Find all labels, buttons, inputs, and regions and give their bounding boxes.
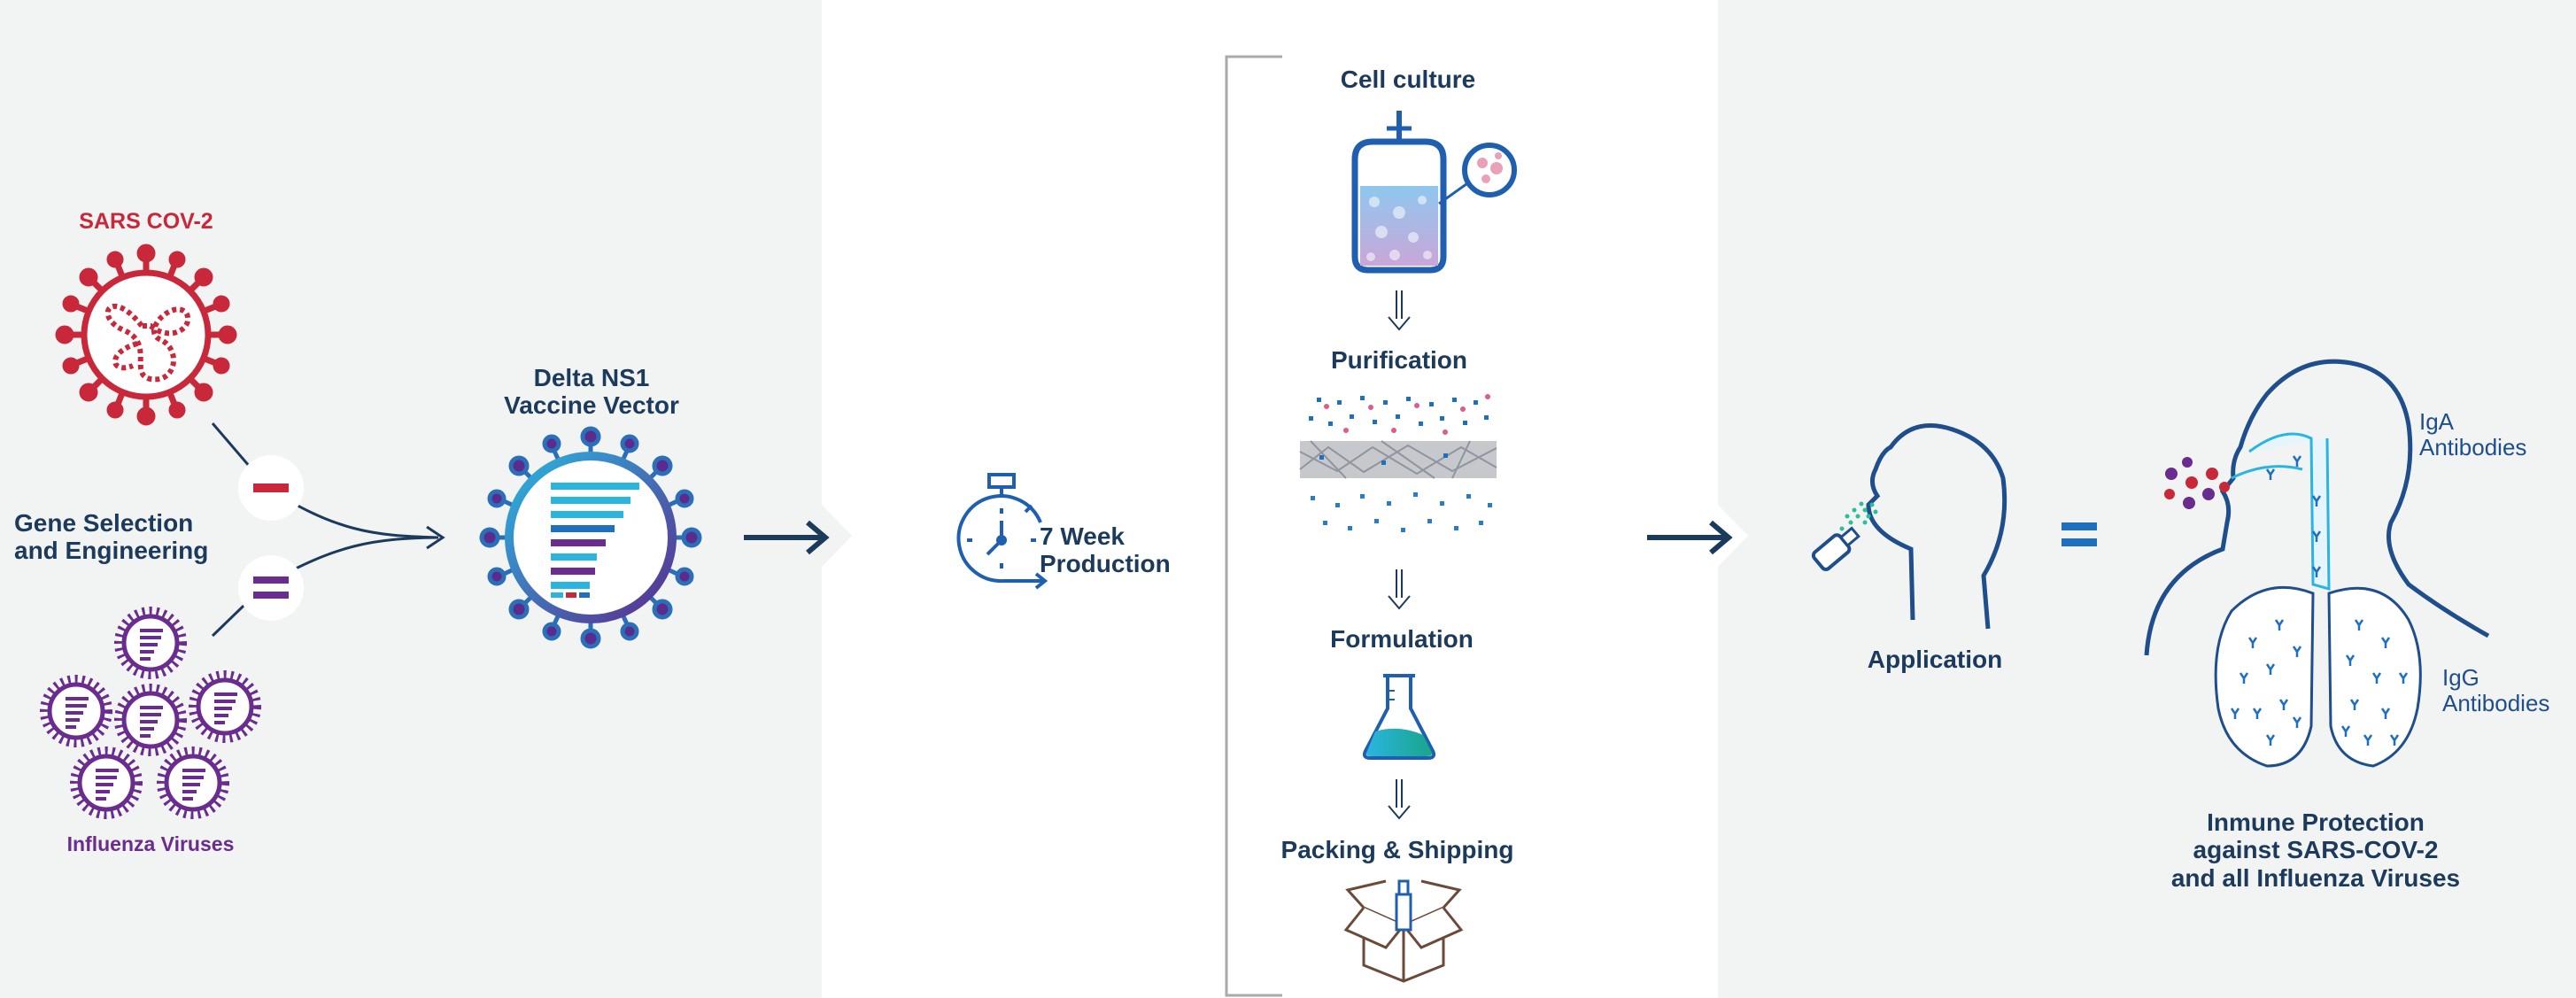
down-arrow: [1388, 569, 1411, 610]
stopwatch-icon: [956, 473, 1048, 590]
virus-particles: [2164, 457, 2230, 509]
process-bracket: [1225, 55, 1282, 997]
respiratory-system-icon: [2144, 359, 2490, 768]
vaccine-vector-label: Delta NS1 Vaccine Vector: [504, 364, 679, 420]
gene-selection-label: Gene Selection and Engineering: [14, 509, 209, 565]
step-formulation-label: Formulation: [1330, 625, 1474, 653]
right-panel-background: [1718, 0, 2576, 998]
immune-protection-label: Inmune Protection against SARS-COV-2 and…: [2170, 808, 2461, 892]
step-packing-shipping-label: Packing & Shipping: [1280, 836, 1514, 863]
influenza-viruses-label: Influenza Viruses: [66, 832, 235, 855]
box-icon: [1343, 879, 1464, 983]
sars-cov-2-label: SARS COV-2: [79, 209, 213, 234]
down-arrow: [1388, 779, 1411, 820]
influenza-virus-icon: [40, 607, 261, 819]
iga-antibodies-label: IgA Antibodies: [2419, 408, 2527, 461]
igg-antibodies-label: IgG Antibodies: [2442, 664, 2550, 717]
equals-icon: [253, 576, 289, 599]
arrow-to-production: [744, 520, 830, 555]
chevron-separator-right: [1718, 505, 1748, 567]
equals-icon: [2062, 522, 2097, 546]
minus-icon: [253, 484, 289, 492]
arrow-to-application: [1647, 520, 1733, 555]
sars-cov-2-icon: [55, 244, 237, 426]
step-cell-culture-label: Cell culture: [1340, 66, 1476, 93]
vaccine-vector-icon: [479, 426, 702, 649]
step-purification-label: Purification: [1330, 346, 1467, 374]
arrowhead: [426, 525, 445, 550]
application-label: Application: [1867, 646, 2003, 673]
production-time-label: 7 Week Production: [1040, 522, 1171, 578]
bioreactor-icon: [1351, 111, 1517, 274]
down-arrow: [1388, 290, 1411, 331]
equals-circle: [238, 555, 304, 621]
chevron-separator-left: [822, 0, 852, 998]
head-nasal-spray-icon: [1811, 423, 2007, 630]
purification-membrane-icon: [1299, 394, 1497, 532]
flask-icon: [1362, 674, 1436, 760]
